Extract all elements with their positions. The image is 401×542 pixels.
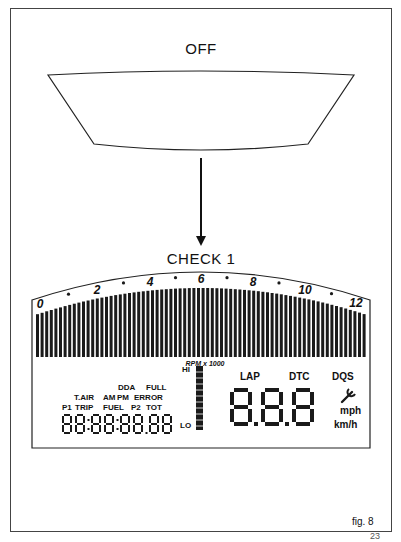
page-number: 23 [370,532,380,541]
rpm-number: 6 [198,273,205,285]
segment-dot [88,419,90,421]
rpm-bargraph [36,288,366,357]
tick-dot [277,281,280,284]
segment-digit [162,414,172,434]
lcd-indicator: DTC [289,372,310,382]
rpm-number: 4 [147,276,154,288]
segment-dot [117,428,119,430]
rpm-number: 0 [37,298,44,310]
segment-digit [230,388,252,426]
lcd-indicator: PM [117,394,129,402]
segment-digit [91,414,101,434]
segment-dot [146,432,148,434]
state-heading: CHECK 1 [26,250,376,267]
lcd-indicator: DDA [118,384,135,392]
temp-bar [196,366,203,430]
lcd-indicator: P2 [131,404,141,412]
tick-dot [67,293,70,296]
tick-dot [225,276,228,279]
state-heading: OFF [46,40,356,57]
segment-dot [254,422,258,426]
tick-dot [122,281,125,284]
blank-display [48,71,354,150]
lcd-indicator: LO [180,422,191,430]
lcd-indicator: T.AIR [74,394,94,402]
segment-digit [149,414,159,434]
figure-caption: fig. 8 [352,517,374,527]
lcd-indicator: P1 [62,404,72,412]
lcd-indicator: FULL [146,384,166,392]
segment-digit [75,414,85,434]
lcd-indicator: HI [182,366,190,374]
tick-dot [330,292,333,295]
dashboard-off: OFF [46,36,356,156]
lcd-indicator: mph [340,406,361,416]
rpm-number: 8 [250,276,257,288]
segment-digit [261,388,283,426]
segment-digit [104,414,114,434]
lcd-indicator: TRIP [75,404,93,412]
lcd-outline [32,272,370,448]
rpm-number: 10 [298,284,311,296]
segment-dot [88,428,90,430]
segment-digit [292,388,314,426]
lcd-indicator: FUEL [103,404,124,412]
frame-border [11,9,392,532]
segment-dot [285,422,289,426]
lcd-indicator: LAP [240,372,260,382]
lcd-indicator: DQS [332,372,354,382]
lcd-indicator: km/h [334,420,357,430]
rpm-number: 2 [94,284,101,296]
segment-digit [133,414,143,434]
segment-digit [120,414,130,434]
tick-dot [174,276,177,279]
segment-dot [117,419,119,421]
lcd-indicator: RPM x 1000 [186,360,225,367]
lcd-indicator: AM [103,394,115,402]
lcd-indicator: TOT [146,404,162,412]
segment-digit [62,414,72,434]
rpm-number: 12 [349,297,362,309]
lcd-indicator: ERROR [134,394,163,402]
state-arrow [200,158,202,244]
